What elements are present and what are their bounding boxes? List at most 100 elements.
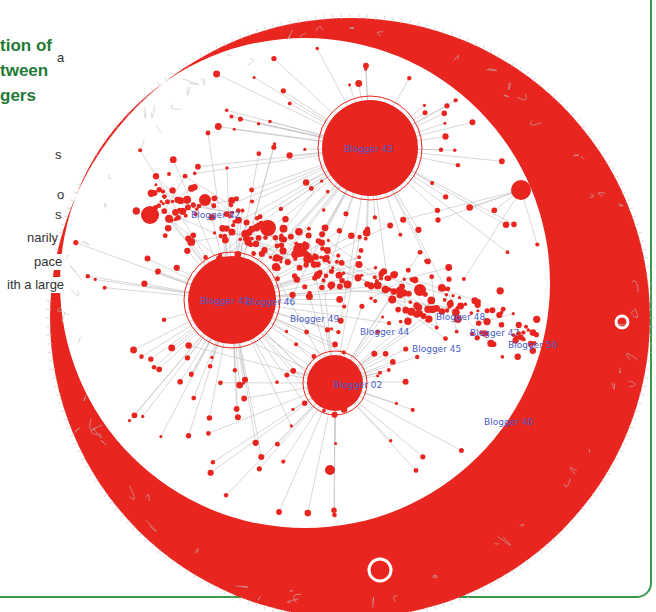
network-edge [490, 582, 492, 586]
network-edge [273, 24, 274, 29]
network-node [273, 142, 276, 145]
network-edge [248, 600, 250, 605]
network-node [383, 351, 389, 357]
network-node [399, 320, 403, 324]
network-node [304, 329, 309, 334]
network-node [210, 356, 213, 359]
network-node [423, 110, 428, 115]
node-label: Blogger 50 [508, 340, 557, 351]
network-edge [637, 402, 642, 403]
network-node [189, 373, 194, 378]
network-edge [520, 525, 524, 527]
network-edge [432, 577, 436, 578]
network-edge [610, 465, 614, 467]
network-edge [504, 95, 509, 97]
network-node [206, 131, 211, 136]
network-edge [54, 249, 59, 250]
network-node [275, 244, 280, 249]
network-edge [533, 555, 536, 559]
network-node [511, 222, 517, 228]
network-edge [418, 609, 419, 612]
network-node [257, 466, 262, 471]
network-edge [498, 536, 511, 545]
network-node [332, 513, 337, 518]
network-edge [517, 94, 526, 100]
network-node [402, 307, 409, 314]
network-node [441, 111, 447, 117]
network-node [391, 288, 397, 294]
network-node [369, 297, 372, 300]
network-node [315, 262, 321, 268]
network-node [364, 68, 367, 71]
network-edge [606, 472, 610, 475]
network-node [191, 202, 196, 207]
network-edge [592, 494, 596, 497]
network-edge [178, 67, 181, 71]
network-node [184, 248, 190, 254]
network-node [225, 109, 229, 113]
network-node [442, 133, 448, 139]
network-edge [519, 67, 522, 71]
network-node [288, 234, 294, 240]
network-node [355, 261, 362, 268]
network-node [293, 243, 307, 257]
network-node [408, 300, 412, 304]
network-edge [558, 532, 561, 536]
network-edge [458, 597, 460, 602]
network-edge [466, 593, 468, 598]
network-node [469, 119, 475, 125]
network-edge [109, 501, 113, 504]
network-node [527, 328, 530, 331]
network-node [162, 202, 165, 205]
network-node [279, 247, 286, 254]
network-node [319, 231, 325, 237]
network-edge [94, 480, 98, 483]
network-node [364, 281, 370, 287]
network-edge [264, 605, 265, 610]
network-edge [126, 520, 130, 523]
network-edge [509, 82, 511, 90]
network-edge [610, 169, 614, 171]
network-edge [426, 24, 427, 29]
network-edge [315, 16, 317, 21]
network-edge [350, 27, 354, 28]
network-node [290, 424, 293, 427]
network-node [503, 222, 510, 229]
network-node [177, 379, 183, 385]
network-node [407, 76, 411, 80]
network-node [242, 377, 248, 383]
network-edge [400, 18, 402, 23]
network-edge [178, 565, 181, 569]
network-node [231, 223, 235, 227]
network-edge [256, 29, 258, 34]
network-edge [81, 176, 85, 178]
network-node [86, 274, 91, 279]
network-node [406, 291, 412, 297]
network-node [334, 442, 337, 445]
network-node [355, 275, 362, 282]
network-node [183, 196, 191, 204]
network-edge [287, 30, 292, 40]
network-edge [298, 18, 300, 23]
network-node [501, 307, 506, 312]
network-node [171, 200, 175, 204]
network-edge [641, 249, 646, 250]
network-edge [58, 402, 63, 403]
network-edge [70, 265, 82, 280]
network-node [188, 185, 195, 192]
network-node [253, 440, 259, 446]
node-label: Blogger 49 [290, 314, 339, 325]
network-edge [474, 41, 476, 46]
network-edge [434, 26, 435, 31]
network-node [329, 269, 334, 274]
hub-ring [318, 96, 422, 200]
network-edge [454, 55, 459, 61]
network-node [311, 354, 316, 359]
network-node [326, 190, 330, 194]
network-node [238, 116, 243, 121]
network-node [430, 181, 434, 185]
network-node [256, 235, 262, 241]
network-node [443, 336, 448, 341]
network-node [435, 217, 440, 222]
network-edge [637, 232, 642, 233]
